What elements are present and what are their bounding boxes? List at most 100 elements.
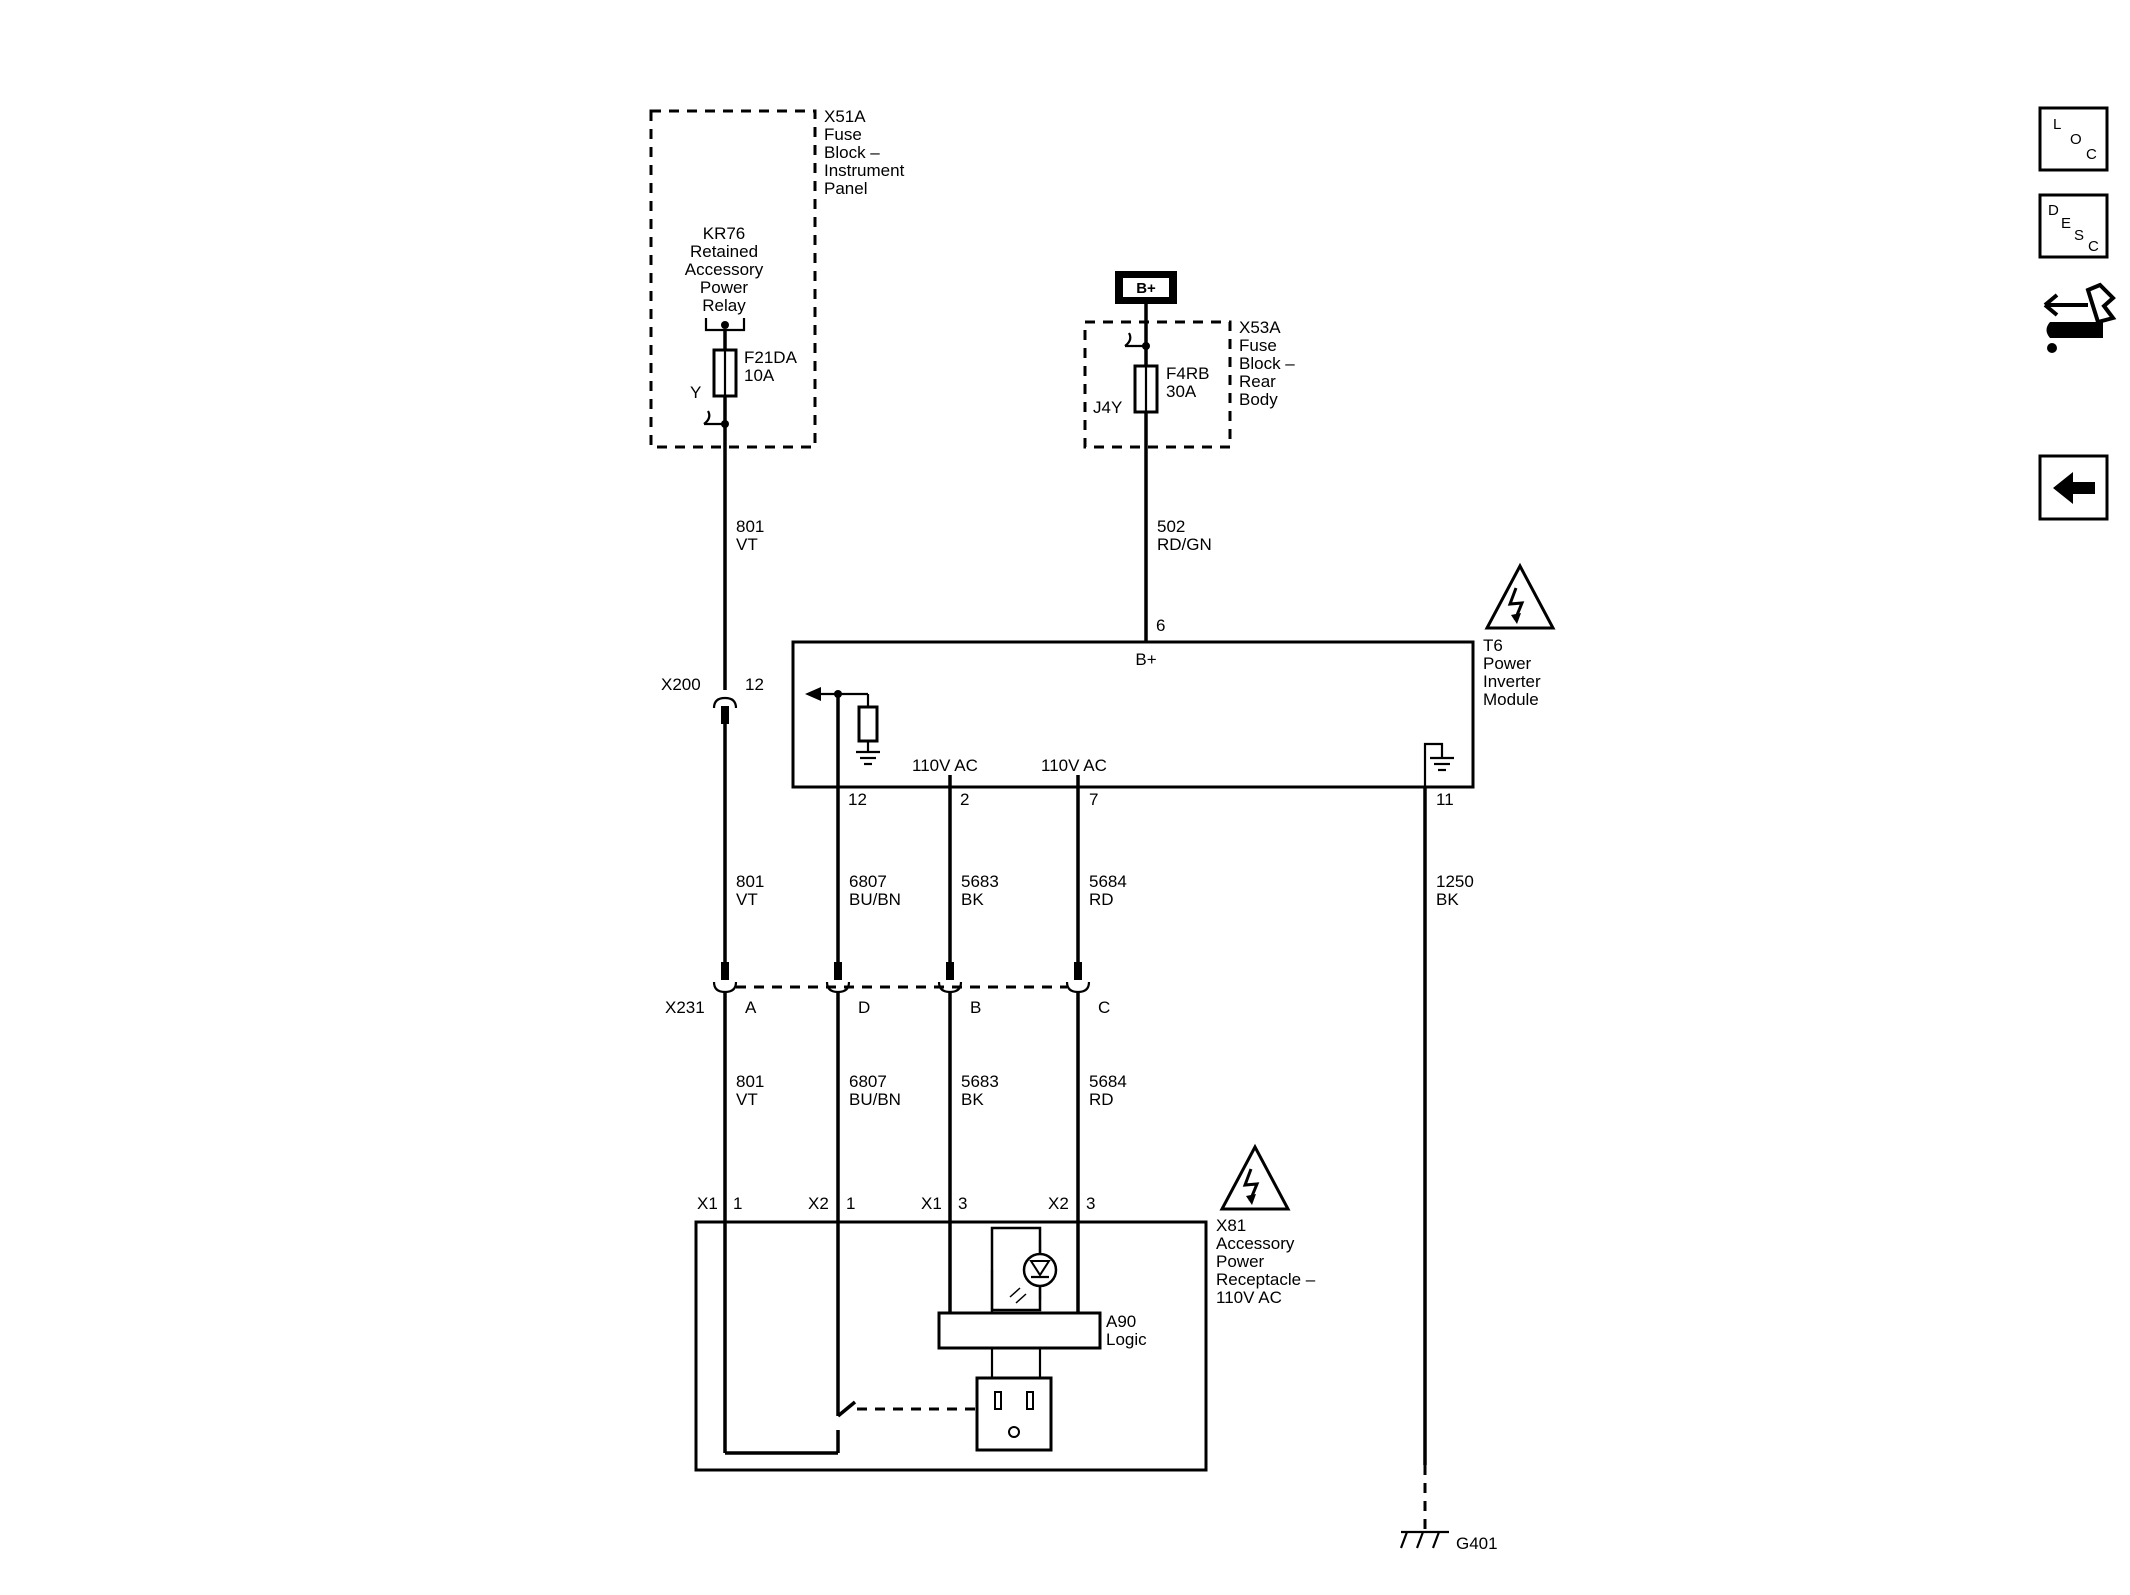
- back-arrow-icon: [2053, 472, 2095, 504]
- inverter-pin-7: 7: [1089, 790, 1098, 809]
- receptacle-conn-2-pin: 1: [846, 1194, 855, 1213]
- relay-label-2: Retained: [690, 242, 758, 261]
- wire-801-low-color: VT: [736, 1090, 758, 1109]
- inverter-ac-label-2: 110V AC: [1041, 756, 1107, 775]
- x200-pin: 12: [745, 675, 764, 694]
- relay-contact-dot: [721, 321, 729, 329]
- wire-6807-mid-circuit: 6807: [849, 872, 887, 891]
- relay-label-1: KR76: [703, 224, 746, 243]
- wire-5684-mid-color: RD: [1089, 890, 1114, 909]
- fuse-f21da-name: F21DA: [744, 348, 798, 367]
- fuse-f21da-rating: 10A: [744, 366, 775, 385]
- power-inverter-module: 6 B+ T6 Power Inverter Module 110V AC 11…: [791, 562, 1556, 809]
- inverter-title-4: Module: [1483, 690, 1539, 709]
- fuse-block-rear-title-5: Body: [1239, 390, 1278, 409]
- high-voltage-warning-icon: [1484, 562, 1556, 630]
- receptacle-title-1: X81: [1216, 1216, 1246, 1235]
- inverter-internal-ground: [1423, 742, 1454, 787]
- description-button[interactable]: D E S C: [2038, 193, 2109, 259]
- receptacle-title-5: 110V AC: [1216, 1288, 1282, 1307]
- x231-pin-b: B: [970, 998, 981, 1017]
- inverter-title-2: Power: [1483, 654, 1532, 673]
- fuse-block-rear-pin: J4Y: [1093, 398, 1122, 417]
- inverter-title-3: Inverter: [1483, 672, 1541, 691]
- receptacle-title-4: Receptacle –: [1216, 1270, 1316, 1289]
- wire-5683-mid-circuit: 5683: [961, 872, 999, 891]
- inverter-internal-resistor: [805, 687, 880, 766]
- inverter-outline: [791, 640, 1475, 789]
- battery-label: B+: [1136, 280, 1156, 297]
- desc-letter-e: E: [2061, 215, 2071, 232]
- wire-1250-color: BK: [1436, 890, 1459, 909]
- relay-label-3: Accessory: [685, 260, 764, 279]
- fuse-block-instrument-panel: X51A Fuse Block – Instrument Panel KR76 …: [649, 107, 905, 449]
- wire-801-mid-color: VT: [736, 890, 758, 909]
- relay-label-4: Power: [700, 278, 749, 297]
- connector-x200: X200 12: [661, 675, 764, 724]
- receptacle-title-2: Accessory: [1216, 1234, 1295, 1253]
- fuse-block-rear-title-2: Fuse: [1239, 336, 1277, 355]
- ground-g401: G401: [1399, 1530, 1498, 1553]
- wire-5683-mid-color: BK: [961, 890, 984, 909]
- fuse-block-ip-title-2: Fuse: [824, 125, 862, 144]
- wire-6807-mid-color: BU/BN: [849, 890, 901, 909]
- inverter-pin-11: 11: [1436, 790, 1454, 809]
- wire-5683-low-circuit: 5683: [961, 1072, 999, 1091]
- inverter-pin-12: 12: [848, 790, 867, 809]
- wire-801-top-circuit: 801: [736, 517, 764, 536]
- receptacle-conn-1-pin: 1: [733, 1194, 742, 1213]
- desc-letter-s: S: [2074, 227, 2084, 244]
- fuse-block-ip-outline: [649, 109, 817, 449]
- receptacle-conn-1-name: X1: [697, 1194, 718, 1213]
- relay-label-5: Relay: [702, 296, 746, 315]
- inverter-pin-2: 2: [960, 790, 969, 809]
- wire-502-circuit: 502: [1157, 517, 1185, 536]
- fuse-block-ip-title-1: X51A: [824, 107, 866, 126]
- wire-502-color: RD/GN: [1157, 535, 1212, 554]
- inverter-bplus-pin: 6: [1156, 616, 1165, 635]
- back-button[interactable]: [2038, 454, 2109, 521]
- fuse-block-rear-title-1: X53A: [1239, 318, 1281, 337]
- high-voltage-warning-icon: [1219, 1143, 1291, 1211]
- ground-label: G401: [1456, 1534, 1498, 1553]
- wire-5683-low-color: BK: [961, 1090, 984, 1109]
- wire-1250-circuit: 1250: [1436, 872, 1474, 891]
- service-info-icon[interactable]: [2043, 282, 2117, 353]
- receptacle-conn-3-name: X1: [921, 1194, 942, 1213]
- wire-6807-low-color: BU/BN: [849, 1090, 901, 1109]
- logic-name: A90: [1106, 1312, 1136, 1331]
- fuse-block-rear-title-4: Rear: [1239, 372, 1276, 391]
- x231-name: X231: [665, 998, 705, 1017]
- wire-801-mid-circuit: 801: [736, 872, 764, 891]
- receptacle-conn-3-pin: 3: [958, 1194, 967, 1213]
- fuse-block-ip-pin: Y: [690, 383, 701, 402]
- ac-outlet-icon: [975, 1376, 1053, 1452]
- wire-5684-low-circuit: 5684: [1089, 1072, 1127, 1091]
- inverter-title-1: T6: [1483, 636, 1503, 655]
- wire-5684-low-color: RD: [1089, 1090, 1114, 1109]
- desc-letter-c: C: [2088, 238, 2099, 255]
- wire-6807-low-circuit: 6807: [849, 1072, 887, 1091]
- fuse-block-ip-title-5: Panel: [824, 179, 867, 198]
- receptacle-conn-2-name: X2: [808, 1194, 829, 1213]
- wire-labels-low: 801 VT 6807 BU/BN 5683 BK 5684 RD: [736, 1072, 1127, 1109]
- wire-801-top-color: VT: [736, 535, 758, 554]
- logic-label: Logic: [1106, 1330, 1147, 1349]
- receptacle-title-3: Power: [1216, 1252, 1265, 1271]
- fuse-f4rb-rating: 30A: [1166, 382, 1197, 401]
- location-button[interactable]: L O C: [2038, 106, 2109, 172]
- loc-letter-o: O: [2070, 131, 2082, 148]
- led-indicator-icon: [990, 1226, 1058, 1313]
- receptacle-conn-4-name: X2: [1048, 1194, 1069, 1213]
- fuse-block-ip-title-3: Block –: [824, 143, 880, 162]
- x231-pin-a: A: [745, 998, 757, 1017]
- fuse-block-rear-body: B+ X53A Fuse Block – Rear Body F4RB 30A …: [1083, 271, 1295, 449]
- receptacle-conn-4-pin: 3: [1086, 1194, 1095, 1213]
- wire-801-low-circuit: 801: [736, 1072, 764, 1091]
- x231-pin-d: D: [858, 998, 870, 1017]
- x231-pin-c: C: [1098, 998, 1110, 1017]
- inverter-bplus-label: B+: [1135, 650, 1156, 669]
- loc-letter-l: L: [2053, 116, 2061, 133]
- logic-module-a90: [937, 1311, 1102, 1350]
